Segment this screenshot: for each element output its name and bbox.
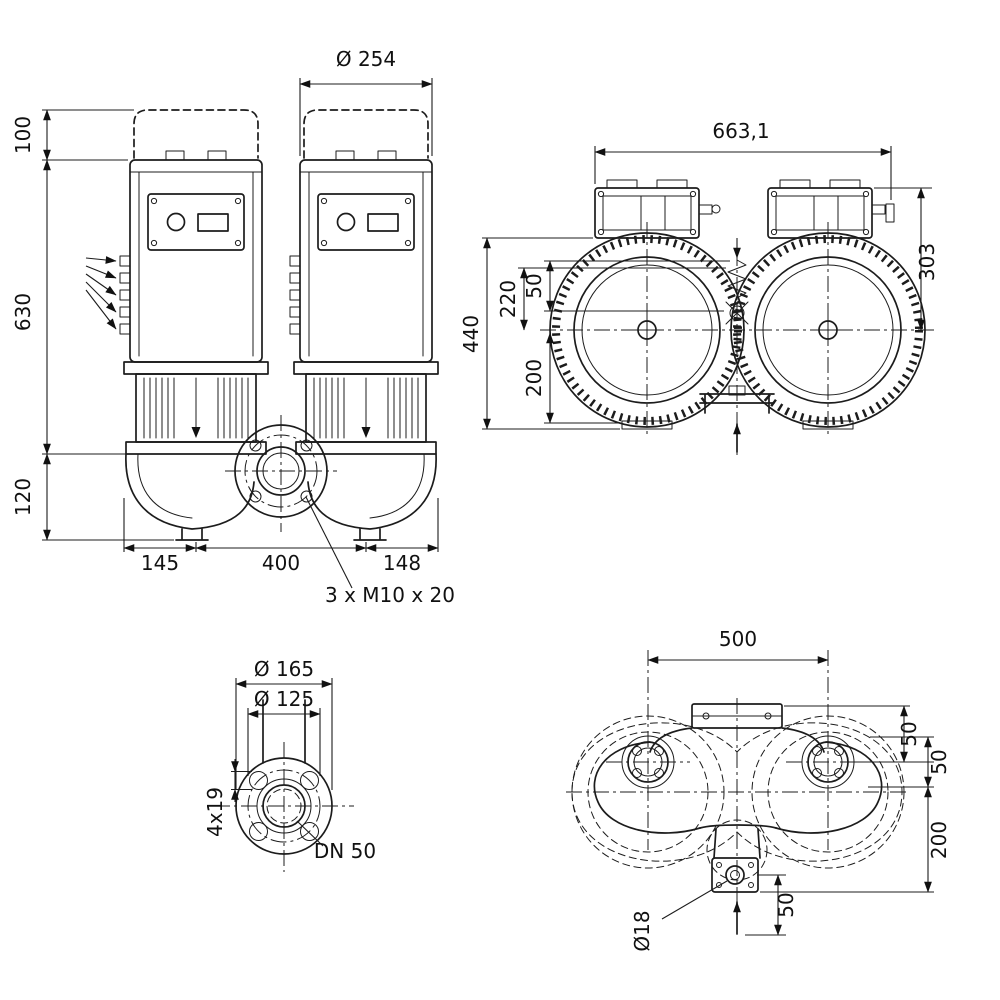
- dim-148: 148: [383, 551, 421, 575]
- casing-top-outline: [593, 703, 883, 859]
- dim-50-b: 50: [927, 749, 951, 774]
- dim-200-end: 200: [522, 359, 546, 397]
- motor-centerlines: [646, 222, 829, 438]
- dim-400: 400: [262, 551, 300, 575]
- right-pump-head: [289, 109, 439, 443]
- pump-casing: [125, 441, 437, 541]
- note-thread: 3 x M10 x 20: [325, 583, 455, 607]
- label-dn50: DN 50: [314, 839, 376, 863]
- dim-200-plan: 200: [927, 821, 951, 859]
- end-view: 663,1 303 440 220 50 200: [459, 119, 939, 458]
- front-dimensions: Ø 254 100 630 120 145 400 148 3 x M10 x …: [11, 47, 455, 607]
- dim-50-a: 50: [897, 721, 921, 746]
- dim-663: 663,1: [712, 119, 769, 143]
- dim-303: 303: [915, 243, 939, 281]
- dim-145: 145: [141, 551, 179, 575]
- gland-callout-arrows: [85, 256, 117, 330]
- dim-dia-254: Ø 254: [336, 47, 396, 71]
- end-dimensions: 663,1 303 440 220 50 200: [459, 119, 939, 430]
- left-terminal-box: [594, 179, 721, 239]
- flange-dimensions: Ø 165 Ø 125 4x19 DN 50: [203, 657, 376, 863]
- front-view: Ø 254 100 630 120 145 400 148 3 x M10 x …: [11, 47, 455, 607]
- dim-4x19: 4x19: [203, 787, 227, 837]
- dim-50-end: 50: [522, 273, 546, 298]
- flange-view: Ø 165 Ø 125 4x19 DN 50: [203, 657, 376, 872]
- valve-assembly: [699, 238, 775, 458]
- bottom-flange: [711, 857, 759, 935]
- left-pump-head: [119, 109, 269, 443]
- dim-630: 630: [11, 293, 35, 331]
- volute-hidden-outlines: [571, 715, 905, 881]
- dim-220: 220: [496, 280, 520, 318]
- dim-500: 500: [719, 627, 757, 651]
- dim-100: 100: [11, 116, 35, 154]
- dim-120: 120: [11, 478, 35, 516]
- dim-440: 440: [459, 315, 483, 353]
- suction-flange: [225, 415, 337, 532]
- plan-vertical-centerlines: [647, 650, 829, 934]
- right-terminal-box: [767, 179, 895, 239]
- dim-50-c: 50: [774, 892, 798, 917]
- plan-dimensions: 500 50 50 200 50 Ø18: [630, 627, 951, 952]
- dim-dia-18: Ø18: [630, 910, 654, 951]
- flange-centerlines: [214, 742, 354, 872]
- dim-dia-125: Ø 125: [254, 687, 314, 711]
- plan-view: 500 50 50 200 50 Ø18: [566, 627, 951, 952]
- dim-dia-165: Ø 165: [254, 657, 314, 681]
